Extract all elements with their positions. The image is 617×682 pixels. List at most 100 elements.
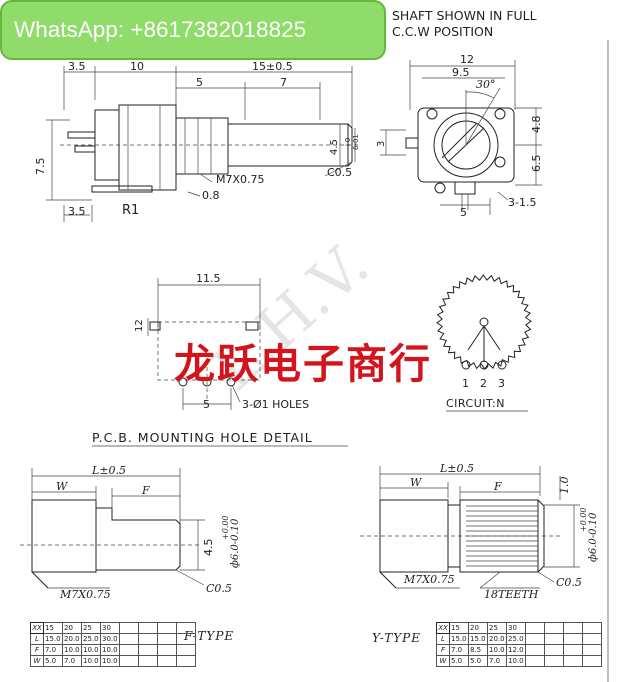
y-type-spec-table: XX 15 20 25 30 L 15.0 15.0 20.0 25.0 F 7… [436, 622, 602, 667]
table-cell: 10.0 [100, 644, 120, 656]
y-dim-f: F [493, 480, 502, 493]
table-cell [563, 633, 583, 645]
circuit-title: CIRCUIT:N [446, 397, 505, 410]
table-cell [582, 655, 602, 667]
y-teeth-label: 18TEETH [484, 588, 539, 601]
table-cell: 10.0 [100, 655, 120, 667]
table-cell [582, 644, 602, 656]
table-cell [138, 622, 158, 634]
dim-0-8: 0.8 [202, 189, 220, 202]
dim-4-5: 4.5 [329, 139, 340, 155]
table-cell: 30.0 [100, 633, 120, 645]
table-cell: 15.0 [449, 633, 469, 645]
table-cell [176, 644, 196, 656]
table-cell [176, 622, 196, 634]
f-type-label: F-TYPE [183, 629, 234, 643]
shop-name-overlay: 龙跃电子商行 [174, 340, 432, 388]
dim-5: 5 [196, 76, 203, 89]
f-dim-tol-a: +0.00 [221, 515, 230, 540]
table-cell: 5.0 [43, 655, 63, 667]
f-type-spec-table: XX 15 20 25 30 L 15.0 20.0 25.0 30.0 F 7… [30, 622, 196, 667]
table-cell [525, 633, 545, 645]
table-cell [582, 622, 602, 634]
table-cell: 8.5 [468, 644, 488, 656]
table-cell: XX [30, 622, 44, 634]
table-cell: 30 [100, 622, 120, 634]
table-cell: 7.0 [43, 644, 63, 656]
table-cell [119, 644, 139, 656]
table-cell: 15.0 [43, 633, 63, 645]
table-cell: 20.0 [62, 633, 82, 645]
front-view: 12 9.5 30° 3 4.8 6.5 5 3-1.5 [376, 53, 543, 219]
table-cell: 15.0 [468, 633, 488, 645]
dim-7-5: 7.5 [34, 158, 47, 176]
table-cell: 25.0 [506, 633, 526, 645]
table-cell: 7.0 [487, 655, 507, 667]
pin-2: 2 [480, 377, 487, 390]
pin-1: 1 [462, 377, 469, 390]
front-angle-30: 30° [476, 78, 496, 91]
table-cell [563, 644, 583, 656]
table-cell: 10.0 [81, 655, 101, 667]
gear-outline [436, 274, 532, 370]
f-thread-label: M7X0.75 [59, 588, 111, 601]
y-chamfer-label: C0.5 [556, 576, 582, 589]
table-cell [563, 622, 583, 634]
pcb-dim-11-5: 11.5 [196, 272, 221, 285]
dim-tol-a: +0 [344, 138, 352, 148]
table-cell [119, 655, 139, 667]
table-row: L 15.0 20.0 25.0 30.0 [30, 633, 196, 645]
shaft-note-2: C.C.W POSITION [392, 24, 493, 39]
y-dim-dia: ф6.0-0.10 [588, 512, 599, 562]
table-cell: 25.0 [81, 633, 101, 645]
side-view: 3.5 10 15±0.5 5 7 7.5 4.5 +0 6-01 M7X0.7… [34, 60, 360, 222]
table-cell: 7.0 [62, 655, 82, 667]
f-type-drawing: L±0.5 W F 4.5 +0.00 ф6.0-0.10 M7X0.75 C0… [20, 464, 241, 643]
table-cell: 20 [62, 622, 82, 634]
table-cell [157, 633, 177, 645]
front-dim-12: 12 [460, 53, 474, 66]
chamfer-label: C0.5 [327, 166, 352, 179]
table-cell: 20.0 [487, 633, 507, 645]
table-cell: 10.0 [62, 644, 82, 656]
table-cell: W [436, 655, 450, 667]
table-row: L 15.0 15.0 20.0 25.0 [436, 633, 602, 645]
front-dim-6-5: 6.5 [530, 155, 543, 173]
table-cell: XX [436, 622, 450, 634]
thread-label: M7X0.75 [216, 173, 265, 186]
y-dim-tol-a: +0.00 [579, 507, 588, 532]
table-cell: 15 [449, 622, 469, 634]
table-cell: L [436, 633, 450, 645]
table-cell: 20 [468, 622, 488, 634]
y-type-drawing: L±0.5 W F 1.0 +0.00 ф6.0-0.10 M7X0.75 18… [360, 462, 599, 645]
circuit-diagram: 1 2 3 CIRCUIT:N [436, 274, 532, 412]
f-dim-f: F [141, 484, 150, 497]
whatsapp-number: WhatsApp: +8617382018825 [14, 17, 307, 42]
dim-3-5: 3.5 [68, 60, 86, 73]
table-cell [525, 644, 545, 656]
table-cell: L [30, 633, 44, 645]
pcb-detail: 11.5 12 5 3-Ø1 HOLES P.C.B. MOUNTING HOL… [92, 272, 348, 447]
whatsapp-contact-badge: WhatsApp: +8617382018825 [0, 0, 386, 60]
table-cell: 25 [487, 622, 507, 634]
table-cell: 10.0 [506, 655, 526, 667]
ref-r1: R1 [122, 203, 139, 218]
table-cell: 5.0 [468, 655, 488, 667]
table-cell [544, 633, 564, 645]
table-cell: 25 [81, 622, 101, 634]
dim-10: 10 [130, 60, 144, 73]
table-cell [544, 655, 564, 667]
f-dim-4-5: 4.5 [202, 539, 215, 557]
f-dim-w: W [56, 480, 69, 493]
table-cell: 10.0 [487, 644, 507, 656]
y-type-label: Y-TYPE [372, 631, 421, 645]
pcb-dim-12: 12 [134, 319, 145, 332]
pin-3: 3 [498, 377, 505, 390]
table-row: W 5.0 7.0 10.0 10.0 [30, 655, 196, 667]
table-cell [157, 622, 177, 634]
table-cell: F [436, 644, 450, 656]
dim-7: 7 [280, 76, 287, 89]
table-row: F 7.0 8.5 10.0 12.0 [436, 644, 602, 656]
table-row: W 5.0 5.0 7.0 10.0 [436, 655, 602, 667]
table-cell: W [30, 655, 44, 667]
